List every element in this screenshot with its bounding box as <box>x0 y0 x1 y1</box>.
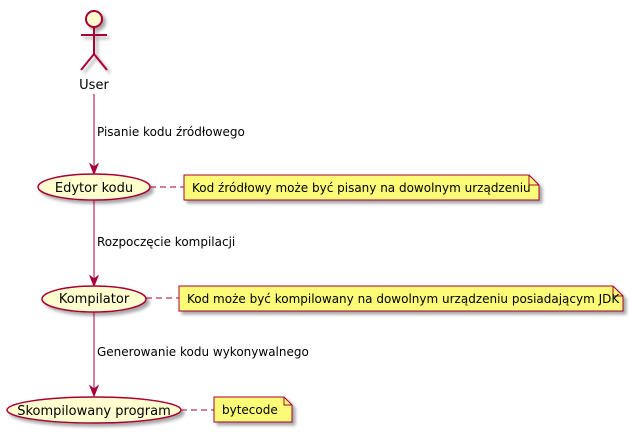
note-3-text: bytecode <box>222 403 278 417</box>
actor-leg-right <box>93 53 108 71</box>
actor-head <box>85 10 103 28</box>
edge-compiler-to-program <box>88 312 100 398</box>
actor-label: User <box>79 78 109 93</box>
edge-label-generate: Generowanie kodu wykonywalnego <box>97 345 309 359</box>
edge-label-compile: Rozpoczęcie kompilacji <box>97 235 235 249</box>
actor-leg-left <box>80 53 95 71</box>
usecase-compiler-label: Kompilator <box>59 292 130 307</box>
note-1-text: Kod źródłowy może być pisany na dowolnym… <box>192 181 531 195</box>
usecase-editor-label: Edytor kodu <box>55 181 133 196</box>
usecase-program-label: Skompilowany program <box>17 404 171 419</box>
edge-editor-to-compiler <box>88 200 100 288</box>
edge-label-writing: Pisanie kodu źródłowego <box>97 125 245 139</box>
edge-user-to-editor <box>88 94 100 176</box>
note-2-text: Kod może być kompilowany na dowolnym urz… <box>187 292 620 306</box>
note-2 <box>178 285 624 312</box>
note-1 <box>183 174 540 201</box>
actor-user <box>80 10 108 71</box>
note-3 <box>213 396 293 423</box>
